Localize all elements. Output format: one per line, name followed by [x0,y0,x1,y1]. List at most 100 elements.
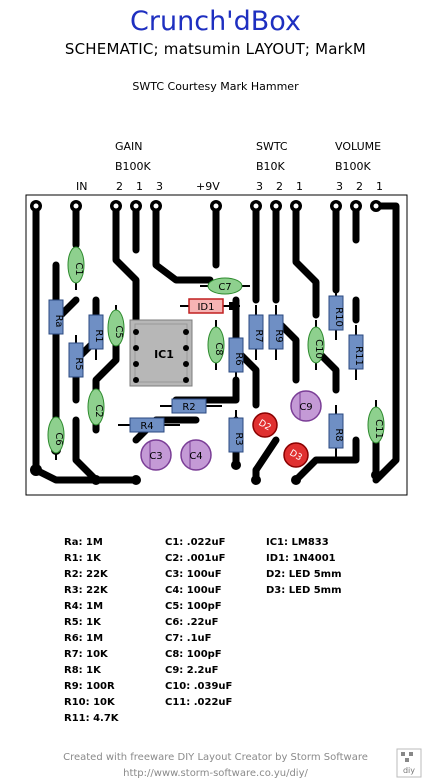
ic1-chip: IC1 [129,319,193,387]
resistor-r4: R4 [118,417,180,433]
diode-id1: ID1 [180,298,240,314]
r11-label: R11 [353,346,364,366]
bom-item: C9: 2.2uF [165,665,219,676]
c8-label: C8 [213,342,224,355]
bom-item: ID1: 1N4001 [266,553,336,564]
ic1-label: IC1 [154,348,174,361]
page-title: Crunch'dBox [130,6,301,37]
swtc-pin-label: 2 [276,180,283,193]
gain-pin-label: 1 [136,180,143,193]
resistor-r3: R3 [228,410,244,460]
c4-label: C4 [189,451,202,462]
ra-label: Ra [53,315,64,328]
bom-item: C11: .022uF [165,697,233,708]
c2-label: C2 [93,404,104,417]
bom-item: R6: 1M [64,633,104,644]
resistor-r6: R6 [228,330,244,380]
volume-pin-label: 1 [376,180,383,193]
c1-label: C1 [73,262,84,275]
bom-item: R1: 1K [64,553,101,564]
capacitor-c6: C6 [47,410,65,460]
electrolytic-c9: C9 [290,390,322,422]
led-d2: D2 [252,412,278,438]
id1-label: ID1 [197,302,214,313]
credit-line: Created with freeware DIY Layout Creator… [63,752,368,763]
resistor-r1: R1 [88,305,104,360]
c7-label: C7 [218,282,231,293]
swtc-pin-label: 1 [296,180,303,193]
bom-item: C5: 100pF [165,601,222,612]
r4-label: R4 [140,421,153,432]
resistor-r10: R10 [328,285,344,340]
bom-item: C10: .039uF [165,681,233,692]
c6-label: C6 [53,432,64,445]
pot-volume-name: VOLUME [335,140,382,153]
pot-gain-value: B100K [115,160,151,173]
bom-item: R7: 10K [64,649,108,660]
pot-swtc-name: SWTC [256,140,288,153]
pot-gain-name: GAIN [115,140,143,153]
bom-item: R2: 22K [64,569,108,580]
electrolytic-c3: C3 [140,439,172,471]
r2-label: R2 [182,402,195,413]
page-subtitle: SCHEMATIC; matsumin LAYOUT; MarkM [64,40,367,58]
diy-logo-icon: diy [396,748,422,778]
r1-label: R1 [93,329,104,342]
capacitor-c11: C11 [367,400,385,450]
r5-label: R5 [73,357,84,370]
r3-label: R3 [233,432,244,445]
bom-item: R11: 4.7K [64,713,119,724]
bom-item: C6: .22uF [165,617,219,628]
resistor-r7: R7 [248,305,264,360]
courtesy-note: SWTC Courtesy Mark Hammer [132,80,299,93]
credit-url[interactable]: http://www.storm-software.co.yu/diy/ [123,768,308,779]
bom-item: R8: 1K [64,665,101,676]
bom-item: C4: 100uF [165,585,222,596]
swtc-pin-label: 3 [256,180,263,193]
pad-holes [33,203,379,209]
resistor-r2: R2 [160,398,222,414]
gain-pin-label: 2 [116,180,123,193]
input-label: IN [76,180,88,193]
resistor-r8: R8 [328,405,344,460]
c10-label: C10 [313,339,324,359]
bom-resistors: Ra: 1M R1: 1K R2: 22K R3: 22K R4: 1M R5:… [64,535,119,727]
r8-label: R8 [333,428,344,441]
bom-semiconductors: IC1: LM833 ID1: 1N4001 D2: LED 5mm D3: L… [266,535,342,599]
resistor-ra: Ra [48,290,64,345]
bom-item: R10: 10K [64,697,115,708]
capacitor-c8: C8 [207,320,225,370]
volume-pin-label: 3 [336,180,343,193]
r6-label: R6 [233,352,244,365]
bom-item: C3: 100uF [165,569,222,580]
led-d3: D3 [283,442,309,468]
supply-label: +9V [196,180,220,193]
bom-item: R9: 100R [64,681,115,692]
c3-label: C3 [149,451,162,462]
r9-label: R9 [273,329,284,342]
pot-swtc-value: B10K [256,160,285,173]
resistor-r11: R11 [348,325,364,380]
capacitor-c5: C5 [107,305,125,350]
bom-capacitors: C1: .022uF C2: .001uF C3: 100uF C4: 100u… [165,535,232,711]
logo-text: diy [403,766,415,775]
r10-label: R10 [333,307,344,327]
bom-item: C7: .1uF [165,633,212,644]
c5-label: C5 [113,325,124,338]
capacitor-c2: C2 [87,385,105,430]
bom-item: D3: LED 5mm [266,585,342,596]
bom-item: Ra: 1M [64,537,103,548]
resistor-r9: R9 [268,305,284,360]
capacitor-c1: C1 [67,240,85,290]
bom-item: C1: .022uF [165,537,226,548]
bom-item: C8: 100pF [165,649,222,660]
capacitor-c7: C7 [200,277,250,295]
electrolytic-c4: C4 [180,439,212,471]
pot-volume-value: B100K [335,160,371,173]
bom-item: D2: LED 5mm [266,569,342,580]
c11-label: C11 [373,419,384,439]
gain-pin-label: 3 [156,180,163,193]
bom-item: R5: 1K [64,617,101,628]
bom-item: C2: .001uF [165,553,226,564]
